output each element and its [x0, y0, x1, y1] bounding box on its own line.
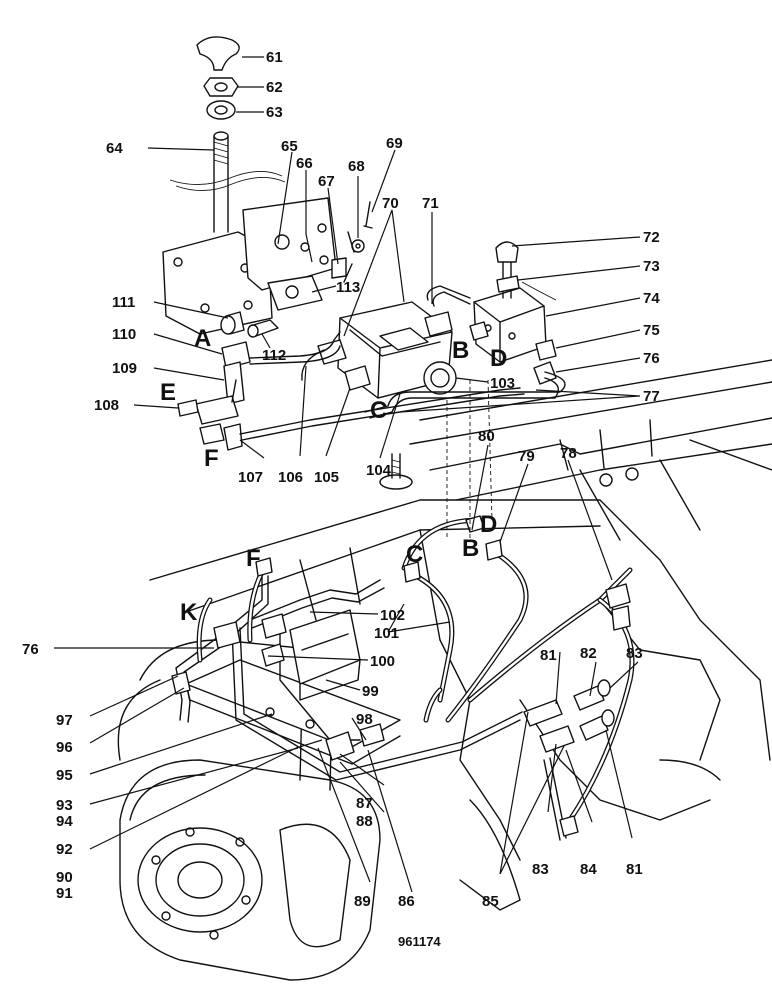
callout-65: 65 — [281, 138, 298, 155]
line-art — [117, 36, 772, 981]
callout-77: 77 — [643, 388, 660, 405]
callout-73: 73 — [643, 258, 660, 275]
callout-81-top: 81 — [540, 647, 557, 664]
callout-102: 102 — [380, 607, 405, 624]
callout-104: 104 — [366, 462, 392, 479]
letter-a: A — [194, 325, 211, 352]
callout-96: 96 — [56, 739, 73, 756]
callout-72: 72 — [643, 229, 660, 246]
callout-70: 70 — [382, 195, 399, 212]
callout-69: 69 — [386, 135, 403, 152]
callout-90: 90 — [56, 869, 73, 886]
callout-85: 85 — [482, 893, 499, 910]
callout-94: 94 — [56, 813, 73, 830]
callout-112: 112 — [262, 347, 286, 364]
callout-76: 76 — [643, 350, 660, 367]
callout-89: 89 — [354, 893, 371, 910]
callout-93: 93 — [56, 797, 73, 814]
callout-98: 98 — [356, 711, 373, 728]
callout-99: 99 — [362, 683, 379, 700]
callout-75: 75 — [643, 322, 660, 339]
callout-109: 109 — [112, 360, 137, 377]
callout-71: 71 — [422, 195, 439, 212]
callout-63: 63 — [266, 104, 283, 121]
callout-113: 113 — [336, 279, 360, 296]
callout-67: 67 — [318, 173, 335, 190]
callout-87: 87 — [356, 795, 373, 812]
callout-107: 107 — [238, 469, 263, 486]
callout-88: 88 — [356, 813, 373, 830]
callout-106: 106 — [278, 469, 303, 486]
callout-76-left: 76 — [22, 641, 39, 658]
callout-62: 62 — [266, 79, 283, 96]
callout-110: 110 — [112, 326, 136, 343]
letter-c-upper: C — [370, 397, 387, 424]
callout-95: 95 — [56, 767, 73, 784]
callout-91: 91 — [56, 885, 73, 902]
leader-lines — [54, 56, 641, 893]
callout-83-top: 83 — [626, 645, 643, 662]
letter-b-upper: B — [452, 337, 469, 364]
callout-86: 86 — [398, 893, 415, 910]
callout-labels: 61 62 63 64 65 66 67 68 69 70 71 72 73 7… — [22, 49, 660, 910]
callout-83-bottom: 83 — [532, 861, 549, 878]
callout-79: 79 — [518, 448, 535, 465]
callout-80: 80 — [478, 428, 495, 445]
letter-f-upper: F — [204, 445, 219, 472]
callout-81-bottom: 81 — [626, 861, 643, 878]
callout-66: 66 — [296, 155, 313, 172]
callout-61: 61 — [266, 49, 283, 66]
callout-101: 101 — [374, 625, 399, 642]
callout-100: 100 — [370, 653, 395, 670]
letter-d-upper: D — [490, 345, 507, 372]
callout-78: 78 — [560, 445, 577, 462]
callout-103: 103 — [490, 375, 515, 392]
callout-92: 92 — [56, 841, 73, 858]
letter-d-lower: D — [480, 511, 497, 538]
callout-64: 64 — [106, 140, 123, 157]
callout-111: 111 — [112, 294, 135, 311]
letter-b-lower: B — [462, 535, 479, 562]
callout-108: 108 — [94, 397, 119, 414]
drawing-number: 961174 — [398, 934, 441, 949]
letter-e: E — [160, 379, 176, 406]
connection-letters: A B D C E F D B C F K — [160, 325, 507, 626]
callout-68: 68 — [348, 158, 365, 175]
callout-97: 97 — [56, 712, 73, 729]
letter-k: K — [180, 599, 198, 626]
callout-105: 105 — [314, 469, 339, 486]
letter-f-lower: F — [246, 545, 261, 572]
callout-74: 74 — [643, 290, 660, 307]
callout-82: 82 — [580, 645, 597, 662]
letter-c-lower: C — [406, 541, 423, 568]
callout-84: 84 — [580, 861, 597, 878]
